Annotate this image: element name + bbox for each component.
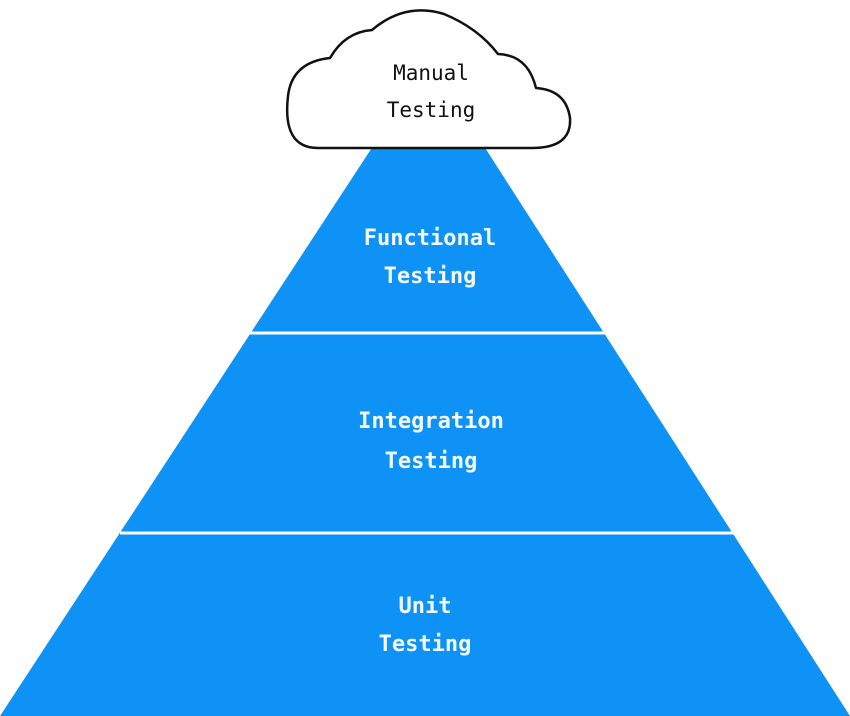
- tier-unit-line1: Unit: [399, 594, 452, 619]
- tier-unit-line2: Testing: [379, 632, 472, 657]
- pyramid-body: [0, 140, 850, 716]
- tier-integration: Integration Testing: [358, 409, 504, 474]
- tier-integration-line1: Integration: [358, 409, 504, 434]
- tier-unit: Unit Testing: [379, 594, 472, 657]
- cloud-label-line2: Testing: [387, 98, 476, 122]
- tier-functional-line2: Testing: [384, 264, 477, 289]
- tier-functional: Functional Testing: [364, 226, 496, 289]
- cloud-label-line1: Manual: [393, 61, 469, 85]
- cloud: Manual Testing: [285, 9, 572, 150]
- tier-functional-line1: Functional: [364, 226, 496, 251]
- tier-integration-line2: Testing: [385, 449, 478, 474]
- cloud-icon: [285, 9, 572, 150]
